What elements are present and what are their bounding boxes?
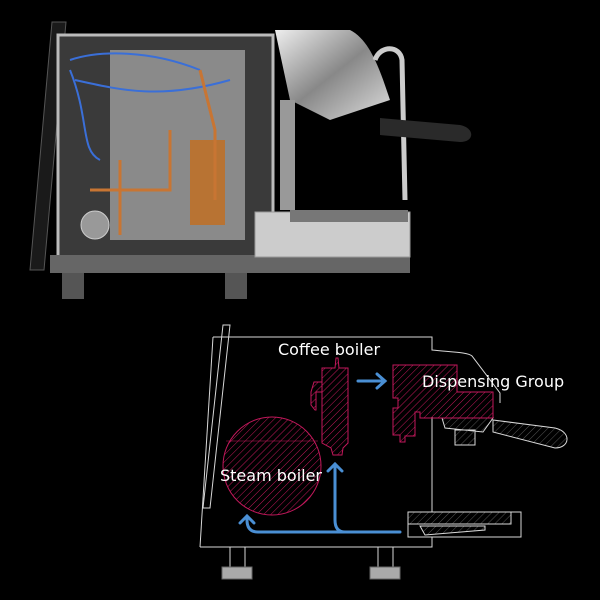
dispensing-group <box>392 364 494 443</box>
portafilter-handle-photo <box>380 118 472 142</box>
coffee-boiler <box>310 357 349 456</box>
steam-boiler-photo <box>80 210 110 240</box>
drip-grate <box>290 210 408 222</box>
machine-outline <box>199 324 501 568</box>
foot-photo-left <box>62 273 84 299</box>
front-panel <box>280 100 295 210</box>
arrow-to-steam-boiler <box>238 513 347 534</box>
copper-pipes <box>90 69 217 235</box>
foot-photo-right <box>225 273 247 299</box>
portafilter <box>441 417 568 449</box>
wiring <box>69 52 231 161</box>
drip-tray <box>407 511 522 538</box>
label-coffee-boiler: Coffee boiler <box>278 340 380 359</box>
foot-left <box>221 566 253 580</box>
base <box>50 255 410 273</box>
foot-right <box>369 566 401 580</box>
coffee-boiler-photo <box>190 140 225 225</box>
machine-photo <box>29 21 472 299</box>
flow-arrows <box>238 372 402 534</box>
arrow-to-coffee-boiler <box>326 461 402 534</box>
label-steam-boiler: Steam boiler <box>220 466 322 485</box>
label-dispensing-group: Dispensing Group <box>422 372 564 391</box>
arrow-to-group <box>356 372 388 390</box>
steam-wand <box>372 46 408 201</box>
group-head-photo <box>275 30 390 120</box>
steam-boiler <box>222 416 322 516</box>
